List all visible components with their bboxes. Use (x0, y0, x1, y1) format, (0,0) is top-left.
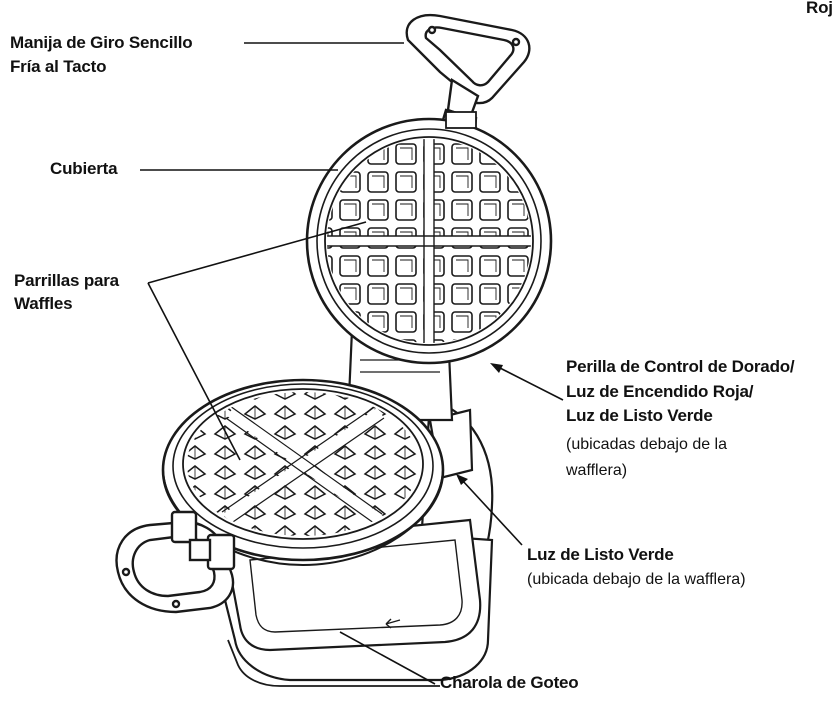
leader-arrowheads (456, 363, 503, 485)
upper-waffle-grid (327, 139, 531, 343)
arrowhead-control (490, 363, 503, 373)
leader-ready-light (461, 479, 523, 546)
arrowhead-ready-light (456, 474, 468, 485)
leader-drip-tray (339, 631, 436, 685)
base-housing (203, 398, 494, 687)
cover-plate (305, 111, 553, 365)
front-handle (115, 510, 236, 614)
clipped-label-top-right: Roj (806, 0, 833, 17)
lower-plate (161, 378, 445, 567)
label-ready-light-note: (ubicada debajo de la wafflera) (527, 571, 746, 588)
leader-control (497, 366, 564, 401)
label-control-line1: Perilla de Control de Dorado/ (566, 357, 795, 376)
lower-waffle-grid (187, 392, 419, 536)
label-grids-line1: Parrillas para (14, 271, 119, 290)
leader-lines (140, 42, 564, 685)
label-handle-line1: Manija de Giro Sencillo (10, 33, 193, 52)
label-control-note-line1: (ubicadas debajo de la (566, 436, 728, 453)
label-control-line3: Luz de Listo Verde (566, 406, 713, 425)
leader-grids-upper (147, 221, 367, 284)
label-control-note-line2: wafflera) (566, 462, 628, 479)
label-cover: Cubierta (50, 159, 118, 178)
label-control-line2: Luz de Encendido Roja/ (566, 382, 754, 401)
label-grids-line2: Waffles (14, 294, 73, 313)
label-handle-line2: Fría al Tacto (10, 57, 107, 76)
label-ready-light: Luz de Listo Verde (527, 545, 674, 564)
label-drip-tray: Charola de Goteo (440, 673, 579, 692)
leader-grids-lower (147, 282, 241, 461)
